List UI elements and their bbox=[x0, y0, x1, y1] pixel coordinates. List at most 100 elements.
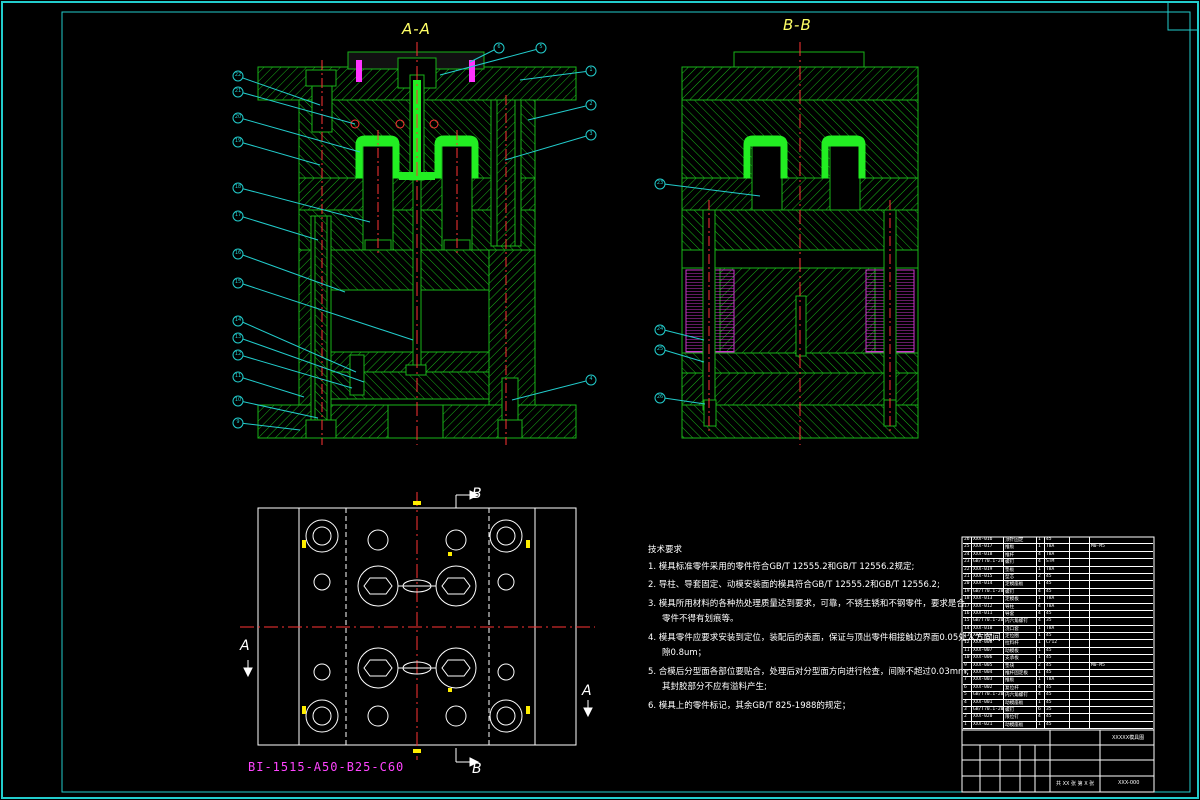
bom-cell: 导套 bbox=[1004, 610, 1037, 618]
bom-cell: 1 bbox=[1037, 633, 1045, 640]
mold-base-code: BI-1515-A50-B25-C60 bbox=[248, 760, 405, 774]
bom-cell bbox=[1070, 640, 1090, 647]
bom-cell: 顶针固定 bbox=[1004, 537, 1037, 544]
bom-cell: 推板 bbox=[1004, 544, 1037, 551]
bom-cell bbox=[1090, 611, 1118, 617]
leaders-aa bbox=[239, 48, 591, 431]
bom-cell: XXX-021 bbox=[972, 721, 1004, 729]
bom-cell: 1 bbox=[1037, 647, 1045, 655]
bom-cell: 动模板 bbox=[1004, 647, 1037, 655]
bom-row: 3GB/T70.1-2000螺钉635 bbox=[963, 706, 1153, 715]
technical-note: 零件不得有划痕等。 bbox=[662, 614, 739, 624]
bom-cell: 1 bbox=[1037, 537, 1045, 544]
bom-cell: 4 bbox=[1037, 692, 1045, 699]
bom-cell: 11 bbox=[963, 647, 972, 655]
bom-cell bbox=[1070, 625, 1090, 633]
bom-cell: 4 bbox=[1037, 684, 1045, 692]
bom-cell: XXX-020 bbox=[972, 714, 1004, 721]
bom-cell: 19 bbox=[963, 588, 972, 596]
bom-cell: 35 bbox=[1045, 706, 1070, 714]
bom-cell bbox=[1070, 699, 1090, 706]
bom-cell: XXX-004 bbox=[972, 670, 1004, 677]
bom-cell: XXX-015 bbox=[972, 573, 1004, 581]
bom-cell: 45 bbox=[1045, 692, 1070, 699]
bom-cell: T8A bbox=[1045, 544, 1070, 551]
bom-cell: 16 bbox=[963, 610, 972, 618]
bom-cell bbox=[1070, 603, 1090, 610]
bom-cell: 1 bbox=[1037, 544, 1045, 551]
bom-cell: GB/T70.1-2000 bbox=[973, 588, 1004, 596]
part-balloon-number: 9 bbox=[236, 419, 240, 425]
bom-row: 5GB/T70.1-2000内六角螺钉445 bbox=[963, 692, 1153, 700]
bom-cell: 1 bbox=[1037, 625, 1045, 633]
bom-cell: GB/T70.1-2000 bbox=[973, 559, 1004, 566]
bom-cell: 14 bbox=[963, 625, 972, 633]
bom-cell: 25 bbox=[963, 544, 972, 551]
technical-note: 3. 模具所用材料的各种热处理质量达到要求，可靠，不锈生锈和不钢零件，要求是合 bbox=[648, 598, 965, 609]
bom-cell: 内六角螺钉 bbox=[1004, 692, 1037, 699]
bom-cell bbox=[1070, 706, 1090, 714]
part-balloon-number: 15 bbox=[234, 279, 242, 285]
bom-cell: 4 bbox=[1037, 559, 1045, 566]
bom-cell: 定模座板 bbox=[1004, 581, 1037, 588]
part-balloon-number: 23 bbox=[656, 180, 664, 186]
part-balloon-number: 3 bbox=[589, 131, 593, 137]
bom-cell: 导柱 bbox=[1004, 603, 1037, 610]
section-mark-b-top: B bbox=[472, 486, 482, 502]
bom-cell: STM bbox=[1045, 559, 1070, 566]
bom-cell: 2 bbox=[1037, 573, 1045, 581]
bom-cell: T8A bbox=[1045, 566, 1070, 573]
bom-cell: XXX-011 bbox=[972, 610, 1004, 618]
bom-cell bbox=[1090, 692, 1118, 698]
bom-cell bbox=[1070, 573, 1090, 581]
bom-cell: 螺钉 bbox=[1004, 706, 1037, 714]
bom-cell: 螺钉 bbox=[1004, 559, 1037, 566]
bom-cell bbox=[1070, 670, 1090, 677]
bom-cell: 螺钉 bbox=[1004, 588, 1037, 596]
bom-cell: 内六角螺钉 bbox=[1004, 618, 1037, 625]
bom-cell bbox=[1090, 655, 1118, 661]
bom-cell: 7 bbox=[963, 677, 972, 684]
part-balloon-number: 16 bbox=[234, 250, 242, 256]
section-mark-a-left: A bbox=[240, 638, 250, 654]
bom-cell: 1 bbox=[1037, 670, 1045, 677]
bom-cell: 26 bbox=[963, 537, 972, 544]
bom-cell: 推板 bbox=[1004, 677, 1037, 684]
bom-cell: 1 bbox=[1037, 655, 1045, 662]
bom-cell: XXX-014 bbox=[972, 581, 1004, 588]
bom-cell: 21 bbox=[963, 573, 972, 581]
bom-cell: 45 bbox=[1045, 633, 1070, 640]
bom-cell: 9 bbox=[963, 662, 972, 670]
bom-cell: T8A bbox=[1045, 603, 1070, 610]
bom-cell: GB/T70.1-2000 bbox=[973, 706, 1004, 714]
bom-cell: 复位杆 bbox=[1004, 684, 1037, 692]
section-bb-title: B-B bbox=[783, 16, 812, 34]
bom-cell: 1 bbox=[1037, 721, 1045, 729]
bom-cell: 17 bbox=[963, 603, 972, 610]
bom-cell: 3 bbox=[963, 706, 972, 714]
bom-cell: 推杆固定板 bbox=[1004, 670, 1037, 677]
bom-cell: 24 bbox=[963, 551, 972, 559]
bom-cell: 45 bbox=[1045, 684, 1070, 692]
bom-cell: XXX-018 bbox=[972, 551, 1004, 559]
bom-cell: XXX-007 bbox=[972, 647, 1004, 655]
technical-notes: 技术要求 1. 模具标准零件采用的零件符合GB/T 12555.2和GB/T 1… bbox=[648, 546, 1001, 720]
bom-cell: 1 bbox=[963, 721, 972, 729]
bom-cell: Cr12 bbox=[1045, 640, 1070, 647]
plan-view bbox=[240, 490, 595, 767]
bom-cell: 推杆 bbox=[1004, 551, 1037, 559]
sheet-border-inner bbox=[61, 11, 1191, 793]
bom-cell: 45 bbox=[1045, 647, 1070, 655]
bom-cell bbox=[1070, 662, 1090, 670]
